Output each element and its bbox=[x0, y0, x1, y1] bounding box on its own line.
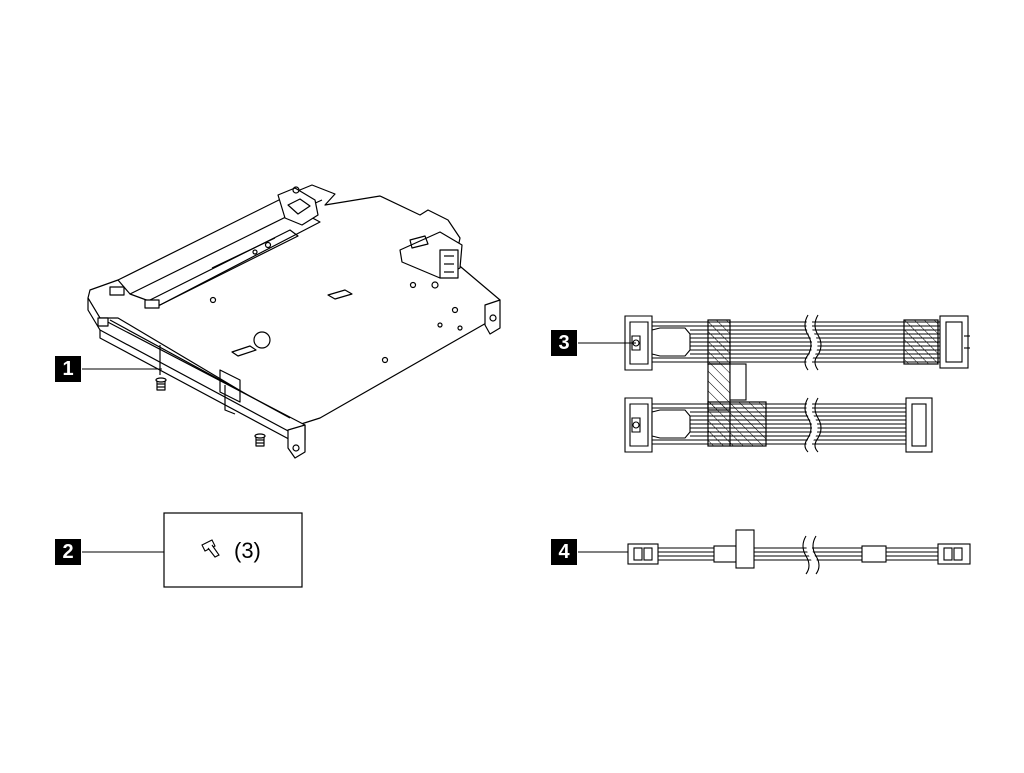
screw-icon bbox=[201, 539, 220, 558]
callout-1: 1 bbox=[55, 356, 81, 382]
callout-3: 3 bbox=[551, 330, 577, 356]
screw-box bbox=[163, 512, 303, 588]
signal-cable-drawing bbox=[624, 313, 970, 454]
power-cable-drawing bbox=[627, 529, 971, 576]
callout-4: 4 bbox=[551, 539, 577, 565]
callout-2: 2 bbox=[55, 539, 81, 565]
riser-cage-drawing bbox=[87, 184, 501, 459]
screw-quantity: (3) bbox=[234, 538, 261, 563]
